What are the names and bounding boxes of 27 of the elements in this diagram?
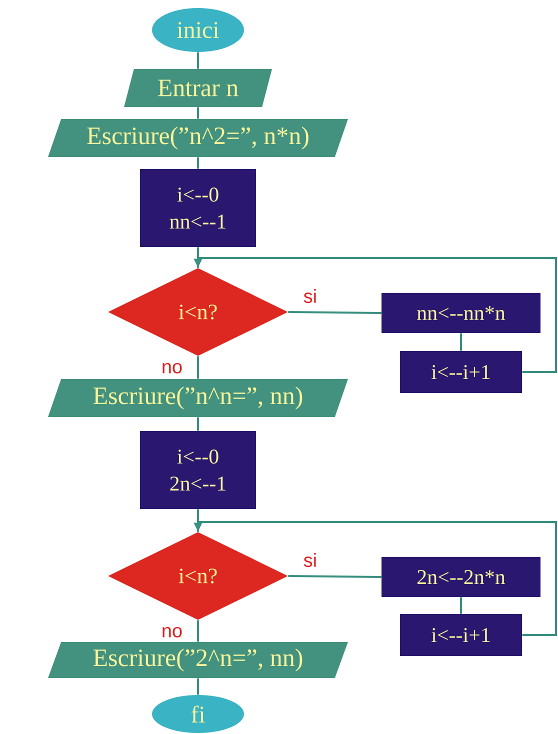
process-box: nn<--nn*n: [382, 293, 540, 333]
connector: [197, 247, 199, 268]
connector: [288, 311, 382, 314]
connector: [197, 52, 199, 69]
edge-label: no: [162, 627, 182, 638]
connector: [197, 107, 200, 119]
edge-label: no: [162, 363, 182, 374]
io-parallelogram: Escriure(”2^n=”, nn): [48, 642, 348, 678]
connector: [197, 678, 200, 695]
connector: [197, 417, 200, 431]
edge-label: si: [304, 553, 316, 567]
connector: [460, 333, 462, 351]
io-parallelogram: Entrar n: [124, 69, 272, 107]
connector: [197, 356, 200, 379]
edge-label: si: [304, 289, 316, 303]
connector: [460, 597, 462, 614]
process-box: 2n<--2n*n: [382, 557, 540, 597]
process-box: i<--i+1: [400, 351, 522, 393]
connector: [197, 157, 200, 169]
connector: [197, 620, 200, 642]
process-box: i<--i+1: [400, 614, 522, 656]
connector: [288, 575, 382, 578]
io-parallelogram: Escriure(”n^n=”, nn): [48, 379, 348, 417]
connector: [197, 509, 199, 532]
io-parallelogram: Escriure(”n^2=”, n*n): [48, 119, 348, 157]
process-box: i<--0 2n<--1: [140, 431, 256, 509]
process-box: i<--0 nn<--1: [140, 169, 256, 247]
